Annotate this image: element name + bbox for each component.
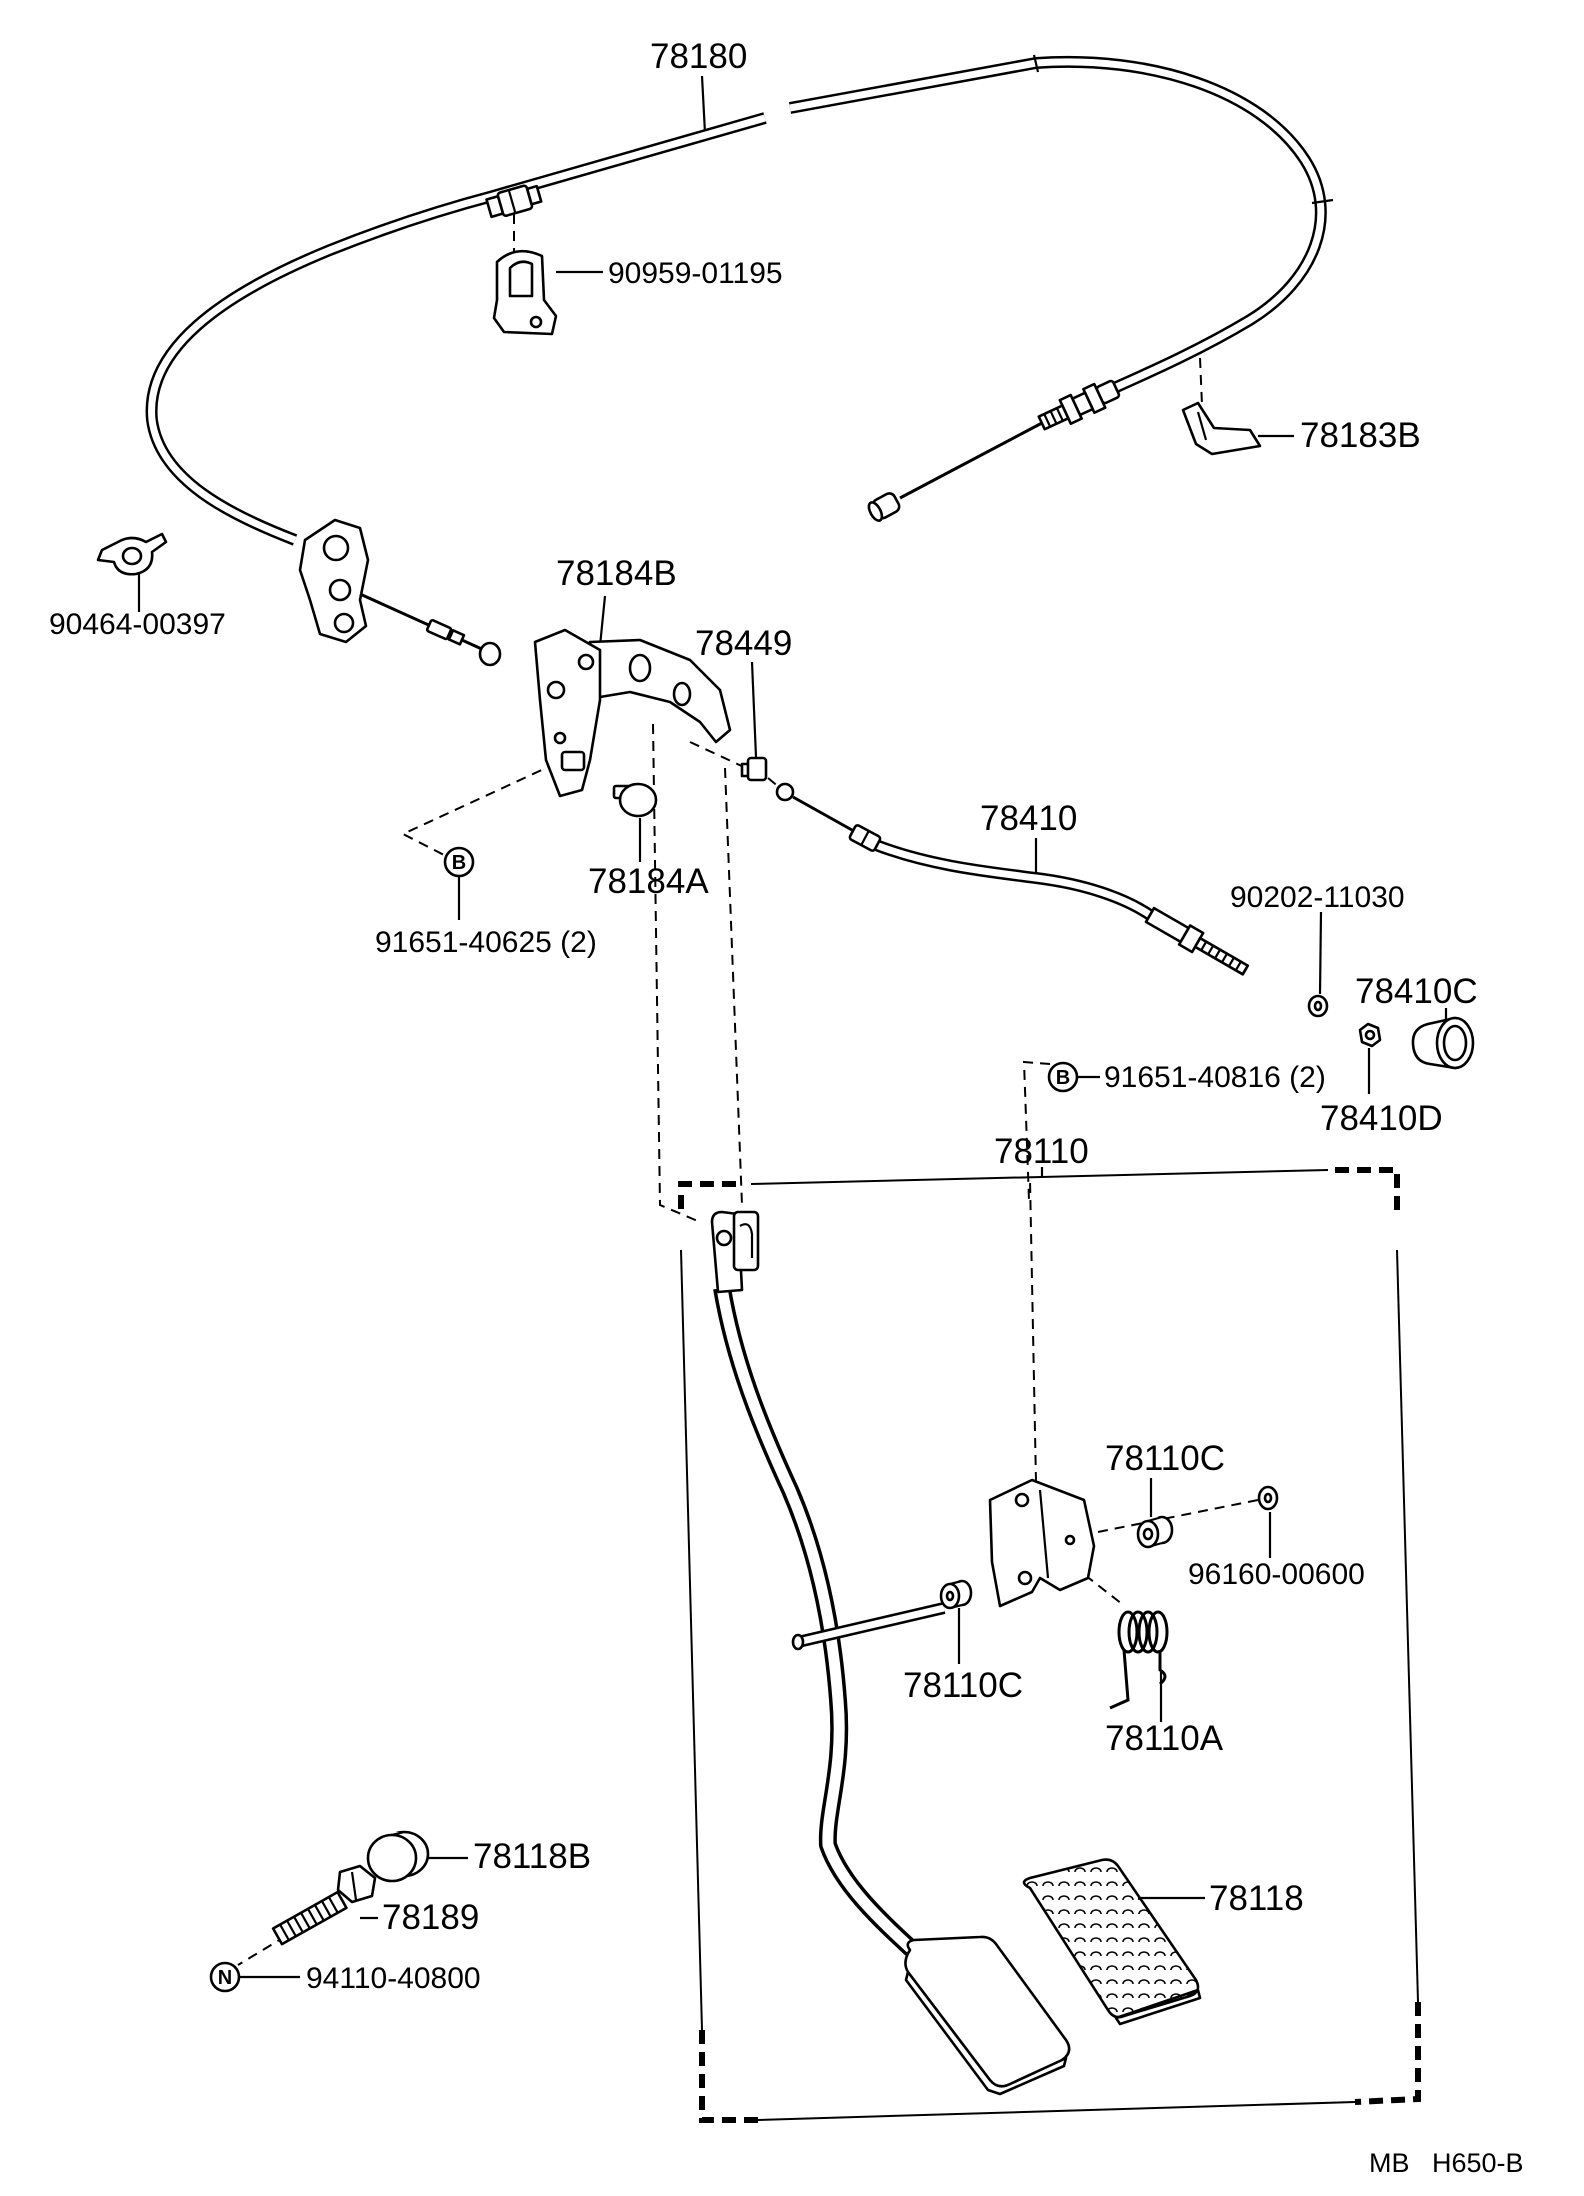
bushing-78449 xyxy=(740,756,768,782)
bushing-78110C-lower xyxy=(939,1579,973,1610)
label-pedal-assembly: 78110 xyxy=(994,1132,1089,1171)
label-cable-clamp: 90959-01195 xyxy=(608,257,783,290)
pedal-arm-hinge xyxy=(710,1210,760,1294)
pivot-shaft xyxy=(791,1602,946,1651)
label-bushing: 78449 xyxy=(695,624,792,663)
marker-n: N xyxy=(209,1961,241,1993)
cable-fitting xyxy=(485,184,543,219)
footer-model-code: MB xyxy=(1369,2148,1410,2178)
label-stopper-cap: 78118B xyxy=(473,1837,591,1876)
label-bushing-lower: 78110C xyxy=(903,1666,1023,1705)
marker-b-right: B xyxy=(1047,1061,1079,1093)
cable-clip xyxy=(96,532,168,576)
bushing-78110C-upper xyxy=(1136,1515,1174,1549)
label-bolt-left: 91651-40625 (2) xyxy=(375,926,597,959)
nut-78410D xyxy=(1358,1022,1382,1048)
cable-anchor-bracket xyxy=(298,518,370,644)
cable-end-fitting xyxy=(1037,379,1121,431)
label-bolt-right: 91651-40816 (2) xyxy=(1104,1061,1326,1094)
return-spring xyxy=(1109,1610,1169,1710)
label-pedal-bracket: 78184B xyxy=(556,554,677,593)
label-pedal-pad: 78118 xyxy=(1209,1879,1304,1918)
pedal-pivot-bracket xyxy=(988,1478,1096,1608)
pedal-arm xyxy=(710,1210,925,1962)
label-bushing-upper: 78110C xyxy=(1105,1439,1225,1478)
cable-wire-end xyxy=(359,592,485,652)
part-labels: 78180 90959-01195 78183B 90464-00397 781… xyxy=(49,37,1478,1995)
washer-96160 xyxy=(1257,1485,1279,1511)
marker-b-left: B xyxy=(443,846,475,878)
footer-figure-code: H650-B xyxy=(1432,2148,1524,2178)
accelerator-cable xyxy=(145,54,1334,667)
cable-wire-coupling xyxy=(425,618,466,646)
marker-b-left-text: B xyxy=(452,852,466,874)
leader-lines xyxy=(137,75,1448,1979)
figure-footer: MB H650-B xyxy=(1369,2148,1524,2178)
dashed-assembly-lines xyxy=(237,214,1259,1966)
marker-n-text: N xyxy=(218,1967,232,1989)
pedal-pad-78118 xyxy=(1022,1858,1202,2026)
label-washer-90202: 90202-11030 xyxy=(1230,881,1405,914)
cable-end-cap xyxy=(867,492,901,522)
cable-inner-wire xyxy=(899,421,1043,500)
cable-ball-end xyxy=(478,641,502,667)
label-spring: 78110A xyxy=(1105,1719,1224,1758)
label-accelerator-cable: 78180 xyxy=(650,37,747,76)
label-stopper-bolt: 78189 xyxy=(382,1898,479,1937)
cable-clamp-bracket xyxy=(1181,401,1262,456)
label-nut-94110: 94110-40800 xyxy=(306,1962,481,1995)
pedal-bracket xyxy=(533,628,732,798)
label-knob: 78410C xyxy=(1355,972,1478,1011)
washer-90202 xyxy=(1307,994,1329,1018)
marker-b-right-text: B xyxy=(1056,1067,1070,1089)
label-nut-78410D: 78410D xyxy=(1320,1099,1443,1138)
control-cable xyxy=(775,782,1250,976)
cable-clamp xyxy=(492,249,558,336)
label-cable-clip: 90464-00397 xyxy=(49,608,226,641)
label-control-cable: 78410 xyxy=(980,799,1077,838)
knob-78410C xyxy=(1411,1016,1475,1070)
stopper-bolt xyxy=(271,1864,377,1946)
label-cable-clamp-bracket: 78183B xyxy=(1300,416,1421,455)
pedal-assembly-frame xyxy=(678,1167,1421,2123)
label-stopper: 78184A xyxy=(588,862,709,901)
stopper xyxy=(612,782,658,818)
stopper-cap xyxy=(366,1830,430,1883)
control-cable-threaded-end xyxy=(1144,906,1250,976)
pedal-pad-on-arm xyxy=(904,1935,1071,2096)
label-washer-96160: 96160-00600 xyxy=(1188,1558,1365,1591)
